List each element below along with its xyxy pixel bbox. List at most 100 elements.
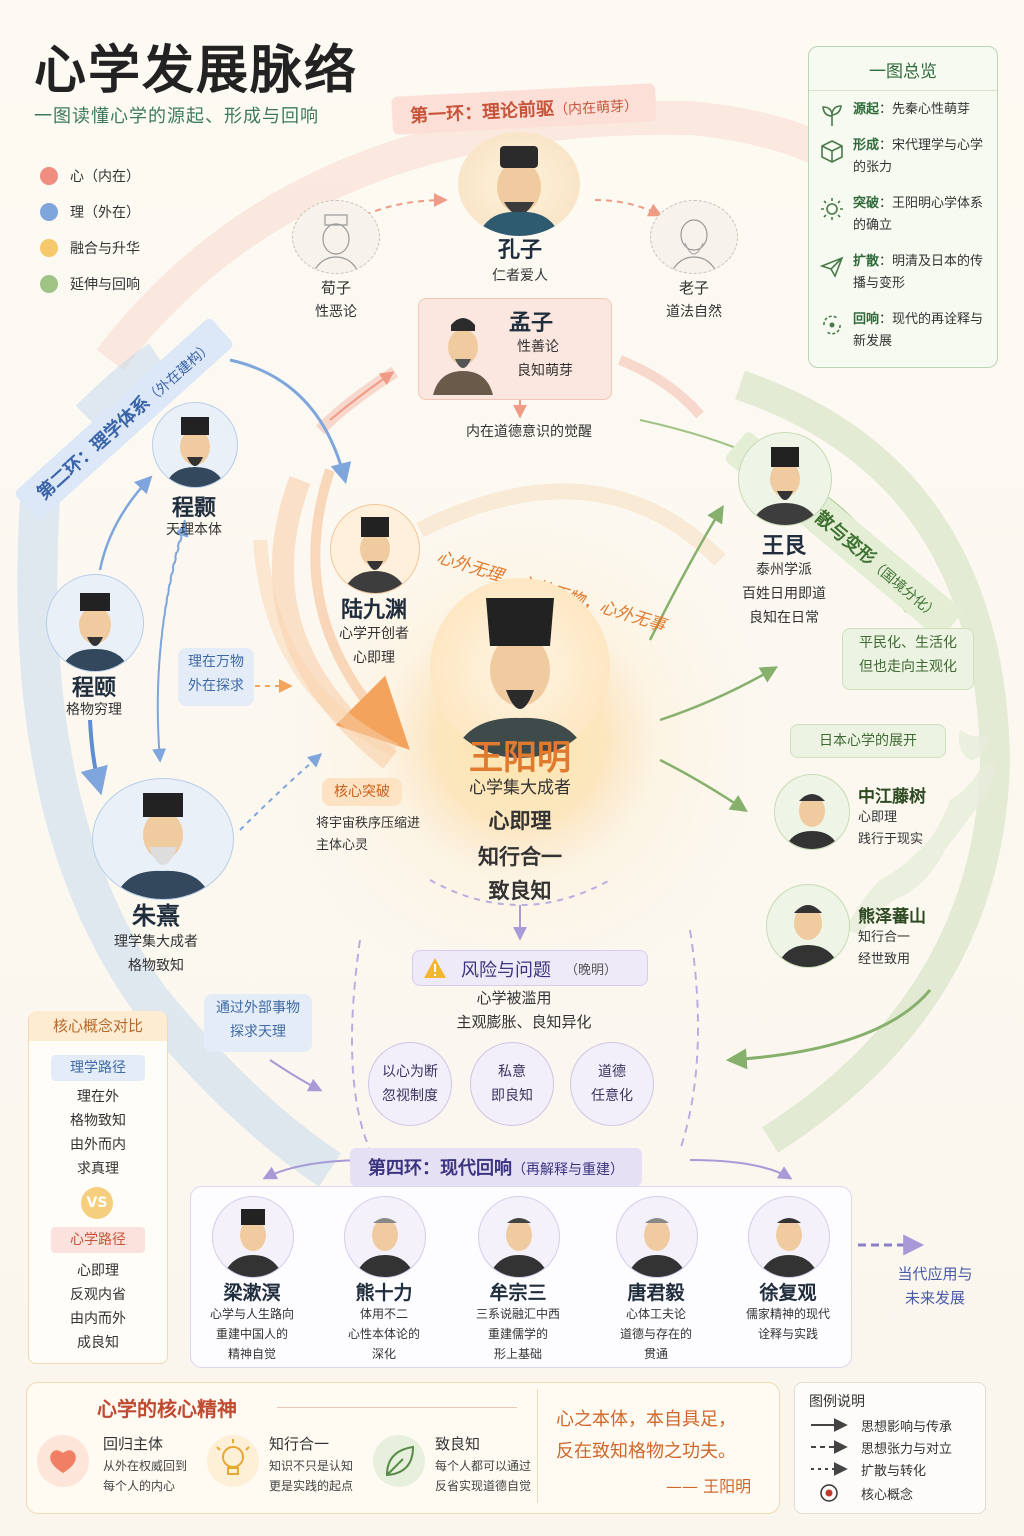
quote-line1: 心之本体，本自具足，	[556, 1409, 736, 1430]
compare-a-item: 求真理	[77, 1161, 119, 1177]
leaf-icon	[373, 1435, 425, 1487]
note-line: 平民化、生活化	[859, 635, 957, 651]
nakae-name: 中江藤树	[858, 787, 926, 807]
quote-line2: 反在致知格物之功夫。	[556, 1441, 736, 1462]
overview-key: 扩散	[853, 254, 880, 269]
modern-scholar-portrait-icon	[759, 1218, 819, 1277]
japan-title: 日本心学的展开	[790, 724, 946, 758]
nakae-desc1: 心即理	[858, 810, 898, 825]
xunzi-name: 荀子	[320, 279, 351, 297]
bubble-line: 道德	[598, 1064, 626, 1080]
modern-name-4: 唐君毅	[627, 1282, 685, 1304]
spirit-item-2-desc2: 更是实践的起点	[269, 1479, 354, 1493]
sun-icon	[821, 198, 843, 220]
desc-line: 重建中国人的	[215, 1327, 288, 1341]
mengzi-card: 孟子 性善论 良知萌芽	[418, 298, 612, 400]
wangyangming-name: 王阳明	[469, 738, 571, 778]
ring4-label: 第四环：现代回响（再解释与重建）	[350, 1148, 642, 1186]
zhuxi-name: 朱熹	[132, 901, 180, 930]
overview-text: ：明清及日本的传播与变形	[853, 254, 984, 291]
desc-line: 深化	[371, 1347, 396, 1361]
japanese-scholar-portrait-icon	[785, 794, 839, 849]
portrait-mengzi-icon	[433, 318, 493, 395]
portrait-liang	[212, 1196, 294, 1278]
legend-panel-item: 思想影响与传承	[861, 1420, 953, 1435]
bubble-line: 即良知	[491, 1088, 533, 1104]
chengyi-desc: 格物穷理	[66, 702, 122, 718]
compare-panel: 核心概念对比 理学路径 理在外 格物致知 由外而内 求真理 VS 心学路径 心即…	[28, 1011, 168, 1364]
legend-line-samples	[811, 1418, 848, 1502]
overview-key: 突破	[853, 196, 880, 211]
legend-panel-title: 图例说明	[809, 1394, 865, 1410]
zhuxi-desc2: 格物致知	[128, 958, 184, 974]
breakthrough-line1: 将宇宙秩序压缩进	[316, 816, 421, 831]
lujiuyuan-desc2: 心即理	[353, 650, 395, 666]
desc-line: 三系说融汇中西	[475, 1307, 560, 1321]
modern-scholar-portrait-icon	[627, 1218, 687, 1277]
compare-b-title: 心学路径	[51, 1227, 145, 1253]
chenghao-desc: 天理本体	[166, 522, 222, 538]
desc-line: 心体工夫论	[625, 1307, 686, 1321]
legend-dot-icon	[40, 203, 58, 221]
modern-name-5: 徐复观	[759, 1282, 817, 1304]
divider	[277, 1407, 517, 1408]
sage-sketch-icon	[670, 219, 718, 273]
core-concept-3: 致良知	[488, 879, 552, 903]
nakae-desc2: 践行于现实	[858, 832, 924, 847]
modern-desc-3: 三系说融汇中西重建儒学的形上基础	[452, 1304, 584, 1364]
lujiuyuan-name: 陆九渊	[340, 597, 407, 623]
compare-b-item: 反观内省	[70, 1287, 126, 1303]
note-line: 探求天理	[230, 1024, 286, 1040]
future-line: 未来发展	[904, 1289, 965, 1307]
compare-b-item: 成良知	[77, 1335, 119, 1351]
legend-dot-icon	[40, 239, 58, 257]
wanggen-desc2: 百姓日用即道	[742, 586, 826, 602]
legend-item-li: 理（外在）	[40, 194, 140, 230]
compare-title: 核心概念对比	[29, 1011, 167, 1041]
note-line: 但也走向主观化	[859, 659, 957, 675]
portrait-wangyangming	[430, 578, 610, 758]
risk-line2: 主观膨胀、良知异化	[456, 1013, 592, 1031]
compare-b-item: 由内而外	[70, 1311, 126, 1327]
ring1-label-text: 第一环：理论前驱	[409, 98, 555, 127]
overview-text: ：宋代理学与心学的张力	[853, 138, 984, 175]
modern-name-3: 牟宗三	[489, 1282, 547, 1304]
scholar-portrait-icon	[343, 517, 407, 593]
portrait-nakae	[774, 774, 850, 850]
modern-name-2: 熊十力	[355, 1282, 413, 1304]
legend-panel: 图例说明 思想影响与传承 思想张力与对立 扩散与转化 核心概念	[794, 1382, 986, 1514]
scholar-portrait-icon	[165, 417, 225, 487]
overview-text: ：王阳明心学体系的确立	[853, 196, 984, 233]
warning-icon	[424, 958, 446, 978]
legend-label: 融合与升华	[70, 241, 140, 257]
overview-item-breakthrough: 突破：王阳明心学体系的确立	[819, 193, 991, 237]
note-external-things: 通过外部事物探求天理	[204, 994, 312, 1052]
overview-text: ：现代的再诠释与新发展	[853, 312, 984, 349]
compare-a-title: 理学路径	[51, 1055, 145, 1081]
desc-line: 精神自觉	[227, 1347, 276, 1361]
portrait-mou	[478, 1196, 560, 1278]
desc-line: 道德与存在的	[619, 1327, 692, 1341]
cube-icon	[821, 140, 843, 163]
breakthrough-line2: 主体心灵	[316, 838, 369, 853]
legend-panel-item: 扩散与转化	[861, 1464, 927, 1479]
risk-line1: 心学被滥用	[476, 989, 552, 1007]
quote-author: —— 王阳明	[666, 1477, 752, 1496]
spirit-item-1-desc2: 每个人的内心	[103, 1479, 176, 1493]
mengzi-desc1: 性善论	[517, 339, 559, 355]
spirit-panel: 心学的核心精神 回归主体 从外在权威回到 每个人的内心 知行合一 知识不只是认知…	[26, 1382, 780, 1514]
color-legend: 心（内在） 理（外在） 融合与升华 延伸与回响	[40, 158, 140, 302]
cycle-icon	[823, 315, 841, 335]
legend-panel-item: 核心概念	[861, 1488, 914, 1503]
mengzi-desc2: 良知萌芽	[517, 363, 573, 379]
modern-desc-4: 心体工夫论道德与存在的贯通	[594, 1304, 718, 1364]
sprout-icon	[822, 105, 842, 126]
overview-item-echo: 回响：现代的再诠释与新发展	[819, 309, 991, 353]
scholar-portrait-icon	[478, 146, 560, 236]
overview-text: ：先秦心性萌芽	[879, 102, 971, 117]
desc-line: 心学与人生路向	[209, 1307, 294, 1321]
risk-bubble-3: 道德任意化	[570, 1042, 654, 1126]
modern-desc-5: 儒家精神的现代诠释与实践	[722, 1304, 854, 1344]
core-concept-1: 心即理	[488, 809, 552, 833]
kongzi-name: 孔子	[497, 237, 542, 263]
